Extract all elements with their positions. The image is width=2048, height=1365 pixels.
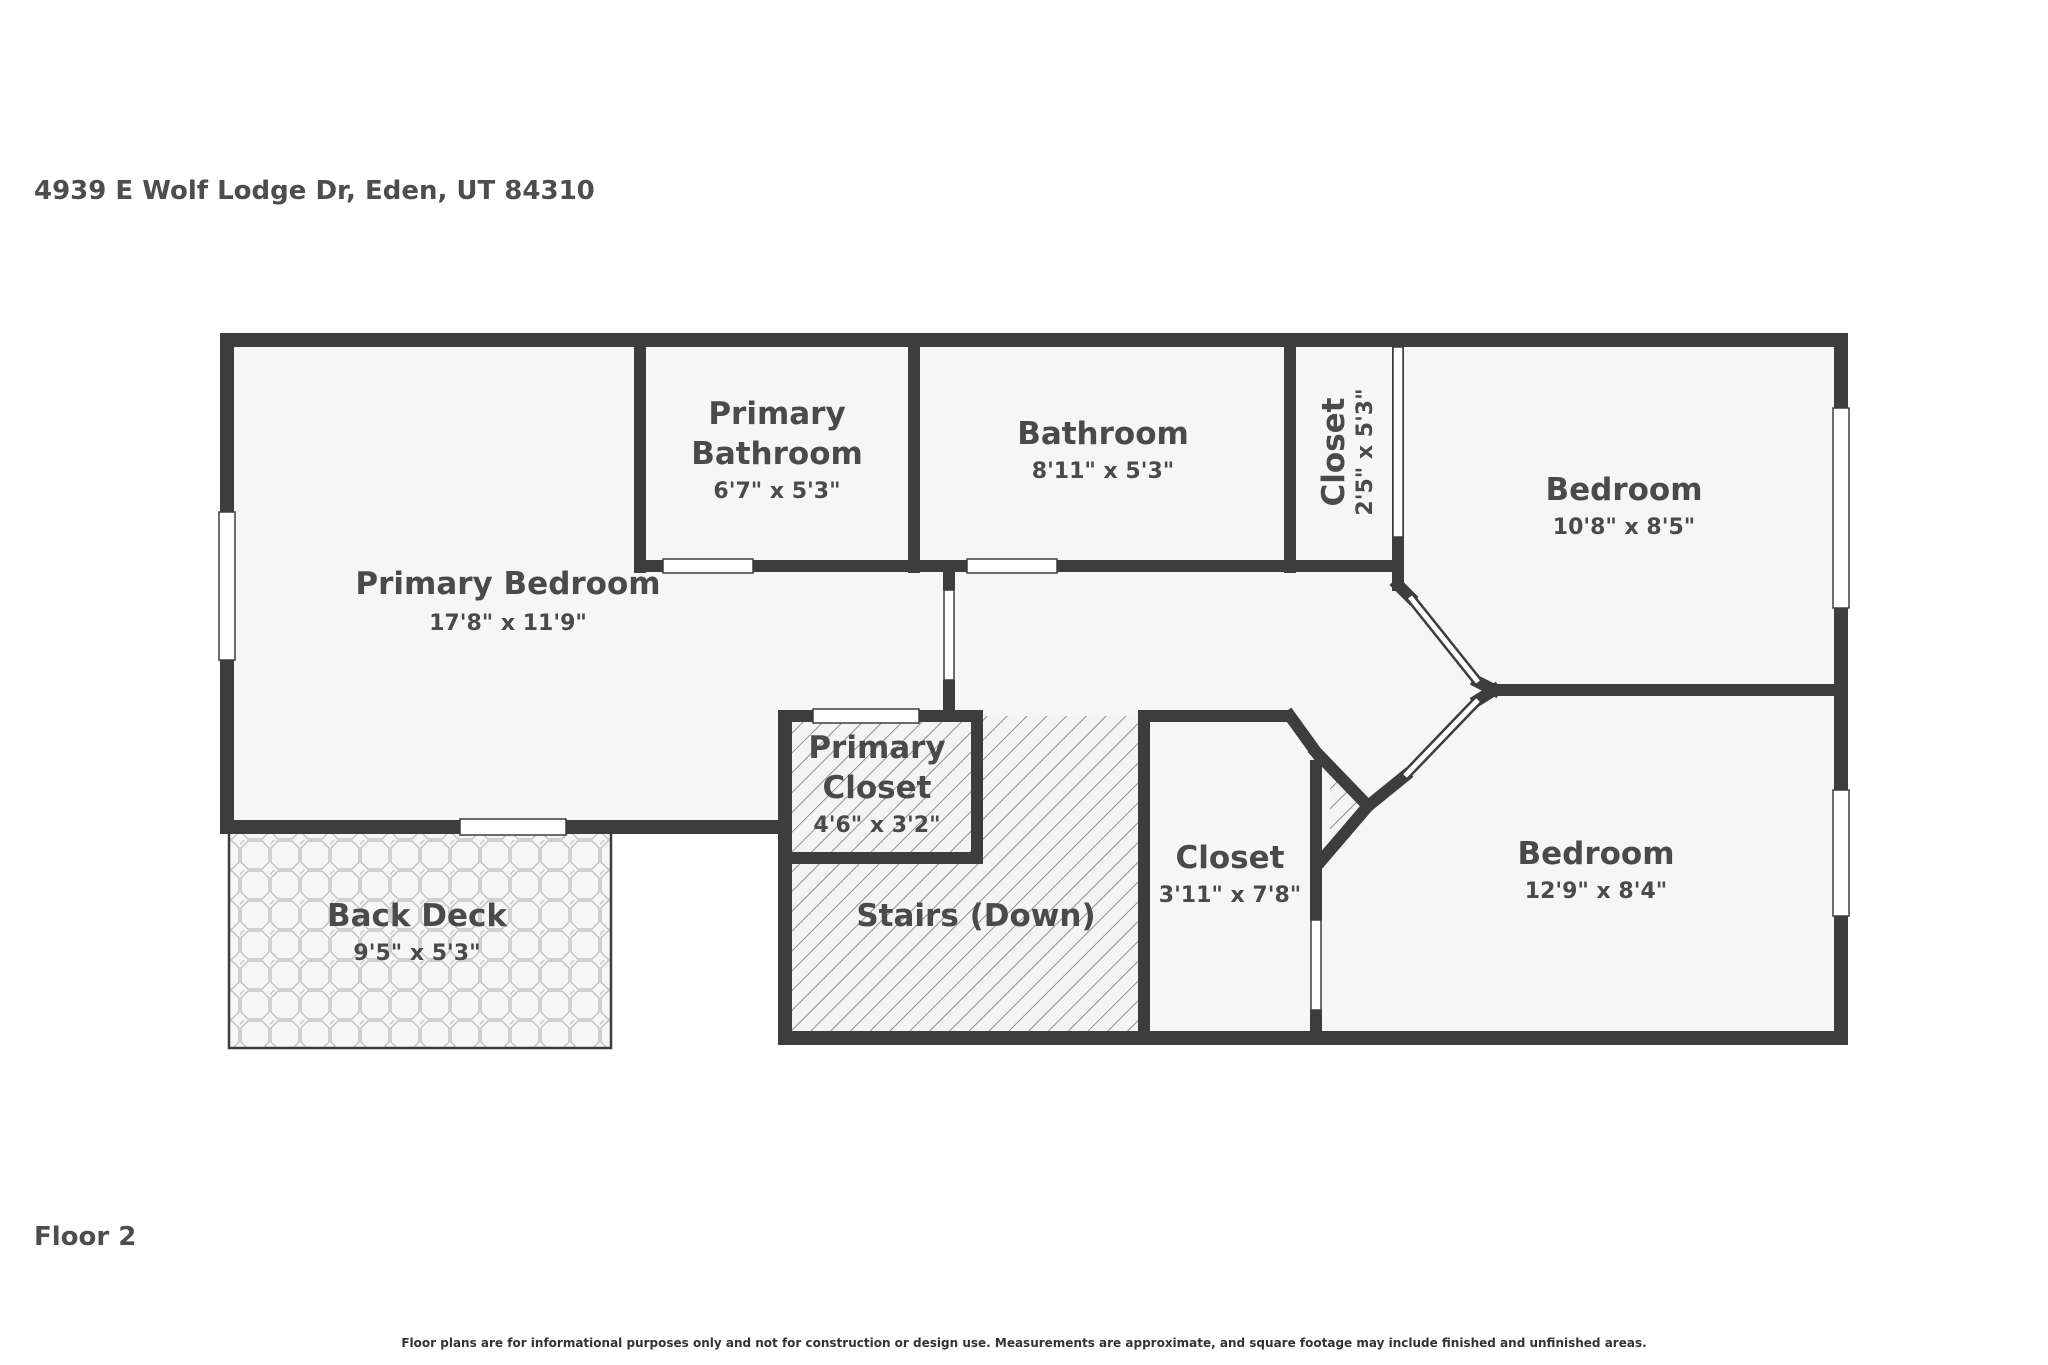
bedroom-lower-label: Bedroom: [1517, 836, 1674, 872]
primary-bathroom-dims: 6'7" x 5'3": [713, 479, 840, 504]
closet-vertical-dims: 2'5" x 5'3": [1353, 388, 1378, 515]
primary-bathroom-label-1: Primary: [708, 396, 845, 432]
primary-closet-dims: 4'6" x 3'2": [813, 813, 940, 838]
back-deck-label: Back Deck: [327, 898, 508, 934]
closet-lower-label: Closet: [1176, 840, 1285, 876]
primary-bathroom-label-2: Bathroom: [691, 436, 863, 472]
primary-bedroom-dims: 17'8" x 11'9": [429, 611, 587, 636]
angled-walls: [1281, 566, 1503, 871]
stairs-area: [792, 716, 1144, 1032]
bedroom-upper-label: Bedroom: [1545, 472, 1702, 508]
bedroom-upper-dims: 10'8" x 8'5": [1553, 515, 1695, 540]
stairs-label: Stairs (Down): [856, 898, 1095, 934]
bathroom-label: Bathroom: [1017, 416, 1189, 452]
primary-bedroom-label: Primary Bedroom: [355, 566, 660, 602]
back-deck-dims: 9'5" x 5'3": [353, 941, 480, 966]
property-address: 4939 E Wolf Lodge Dr, Eden, UT 84310: [34, 176, 595, 206]
angled-door-openings-inner: [1403, 595, 1480, 778]
primary-closet-label-1: Primary: [808, 730, 945, 766]
disclaimer-text: Floor plans are for informational purpos…: [401, 1336, 1647, 1350]
closet-lower-dims: 3'11" x 7'8": [1159, 883, 1301, 908]
floor-fill: [226, 342, 1840, 1036]
back-deck-area: [227, 824, 613, 1050]
primary-closet-label-2: Closet: [823, 770, 932, 806]
bedroom-lower-dims: 12'9" x 8'4": [1525, 879, 1667, 904]
bathroom-dims: 8'11" x 5'3": [1032, 459, 1174, 484]
closet-vertical-label: Closet: [1316, 397, 1352, 506]
floor-label: Floor 2: [34, 1222, 137, 1252]
windows: [218, 346, 1850, 1011]
